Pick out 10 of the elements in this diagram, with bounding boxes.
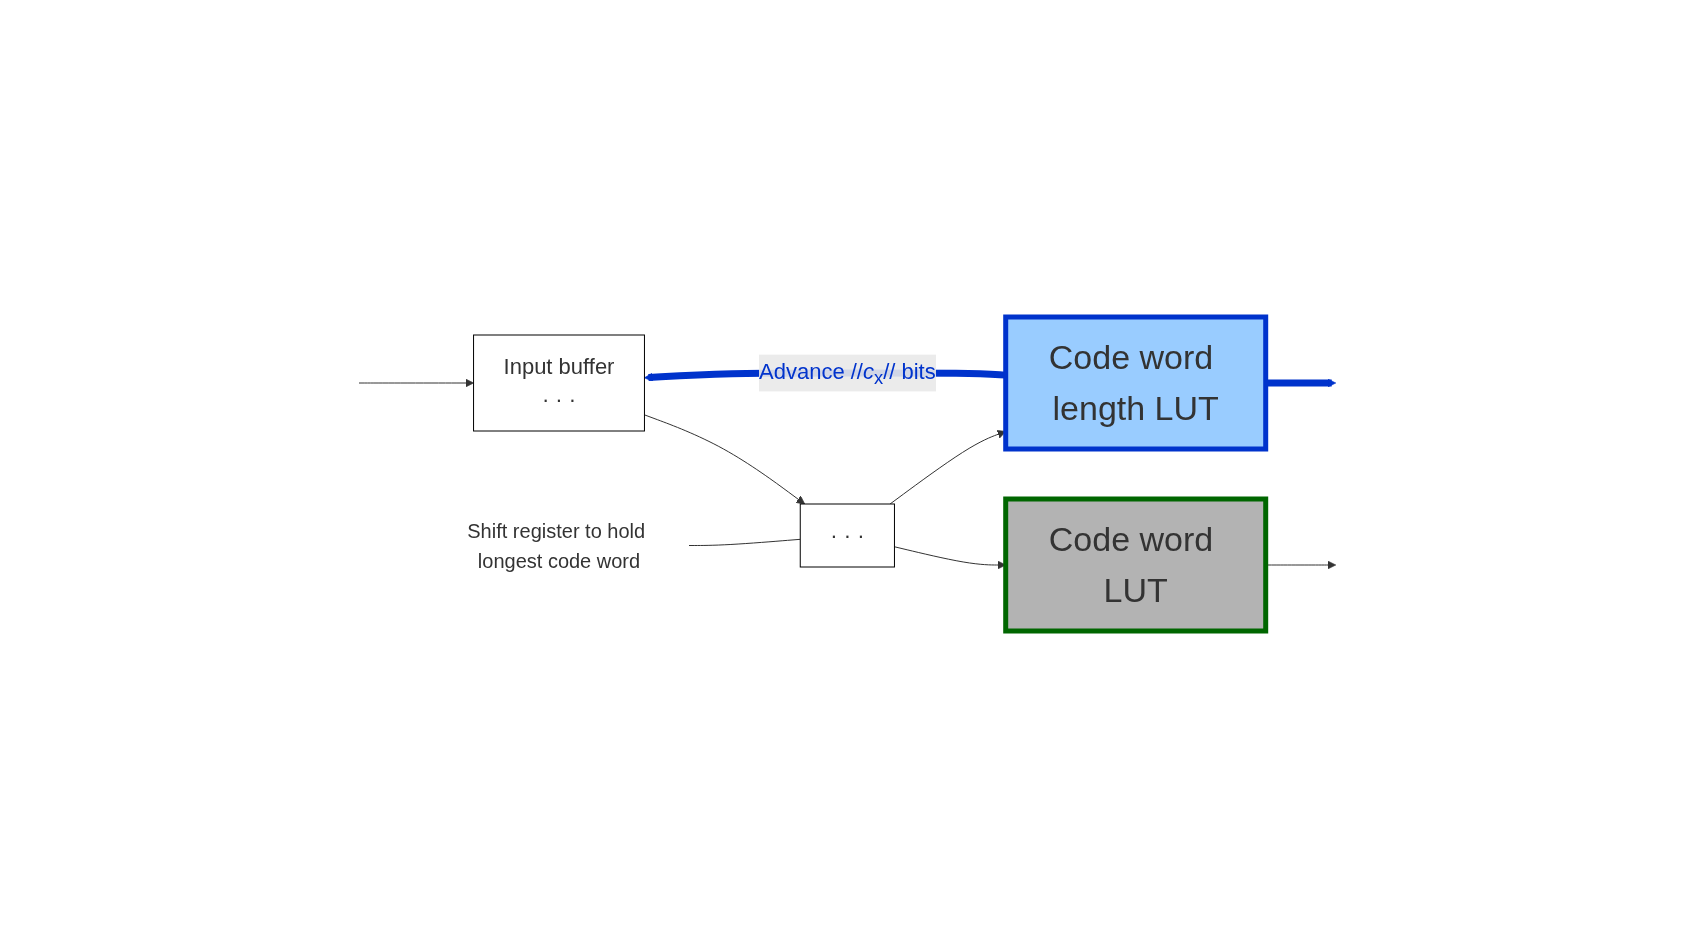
node-box: Code word LUT [1003, 496, 1269, 634]
connector [688, 538, 801, 546]
arrow [644, 414, 806, 505]
arrow [358, 378, 475, 388]
node-box: Input buffer · · · [473, 334, 646, 432]
node-text: Shift register to hold longest code word [467, 519, 646, 572]
edge-label: Advance //c$_{x}$// bits [759, 358, 936, 388]
node-box: Code word length LUT [1003, 314, 1269, 452]
node-box: · · · [799, 503, 896, 568]
arrow [1265, 378, 1337, 388]
